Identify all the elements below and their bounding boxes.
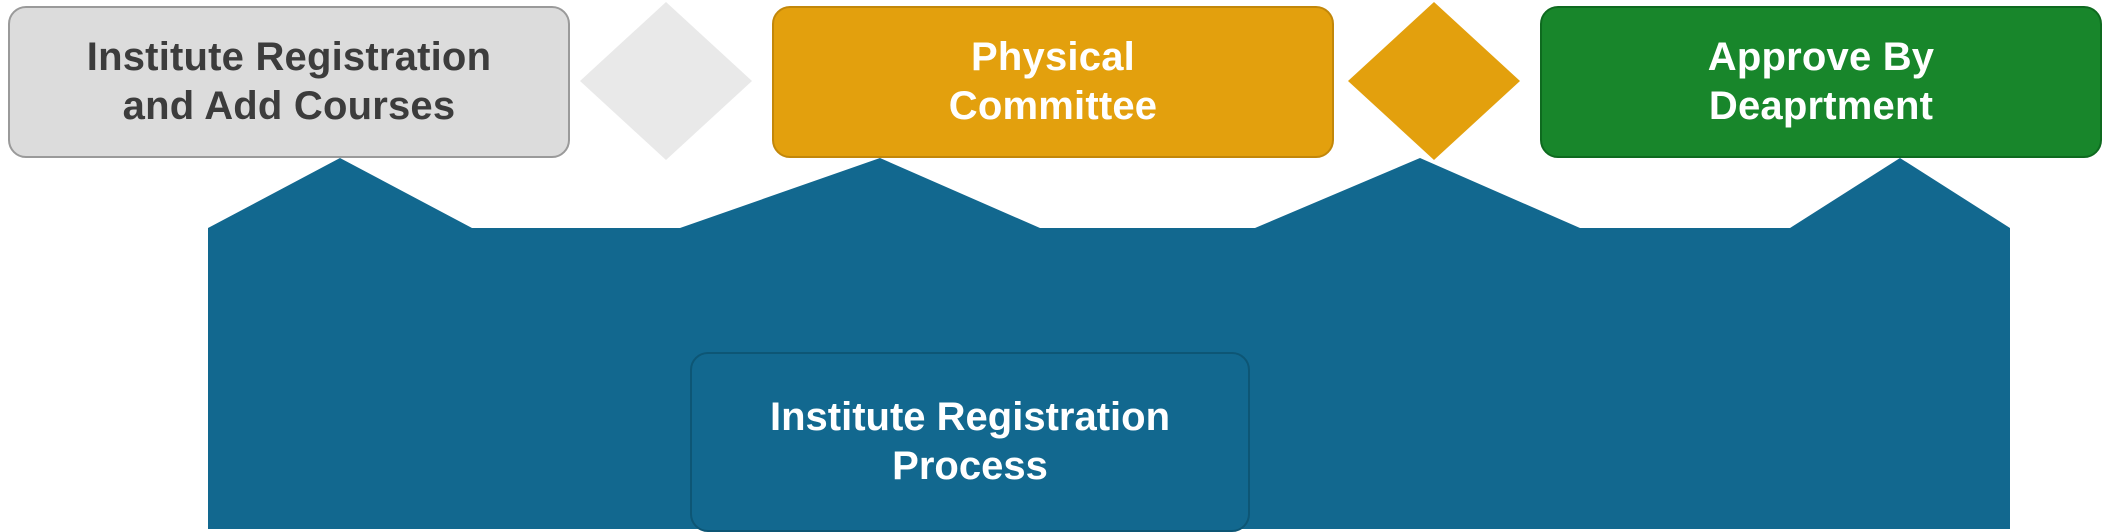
process-band <box>0 158 2112 529</box>
step-3-label: Approve By Deaprtment <box>1707 35 1935 128</box>
step-box-approve-by-department[interactable]: Approve By Deaprtment <box>1540 6 2102 158</box>
connector-diamond-1 <box>580 2 752 160</box>
process-band-label-box[interactable]: Institute Registration Process <box>690 352 1250 532</box>
diamond-icon <box>580 2 752 160</box>
chevron-band-shape <box>208 158 2010 529</box>
step-1-label: Institute Registration and Add Courses <box>86 35 492 128</box>
diamond-icon <box>1348 2 1520 160</box>
step-box-institute-registration[interactable]: Institute Registration and Add Courses <box>8 6 570 158</box>
process-band-label: Institute Registration Process <box>769 395 1171 488</box>
step-2-label: Physical Committee <box>948 35 1158 128</box>
step-box-physical-committee[interactable]: Physical Committee <box>772 6 1334 158</box>
connector-diamond-2 <box>1348 2 1520 160</box>
